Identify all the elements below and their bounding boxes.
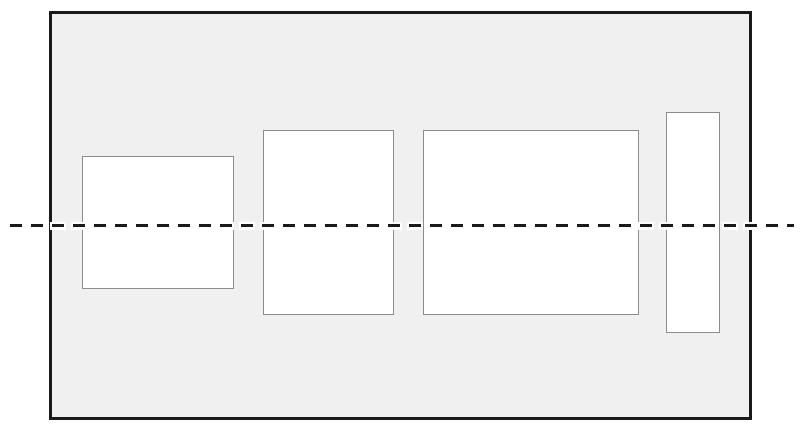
horizontal-dashed-line xyxy=(10,224,794,227)
